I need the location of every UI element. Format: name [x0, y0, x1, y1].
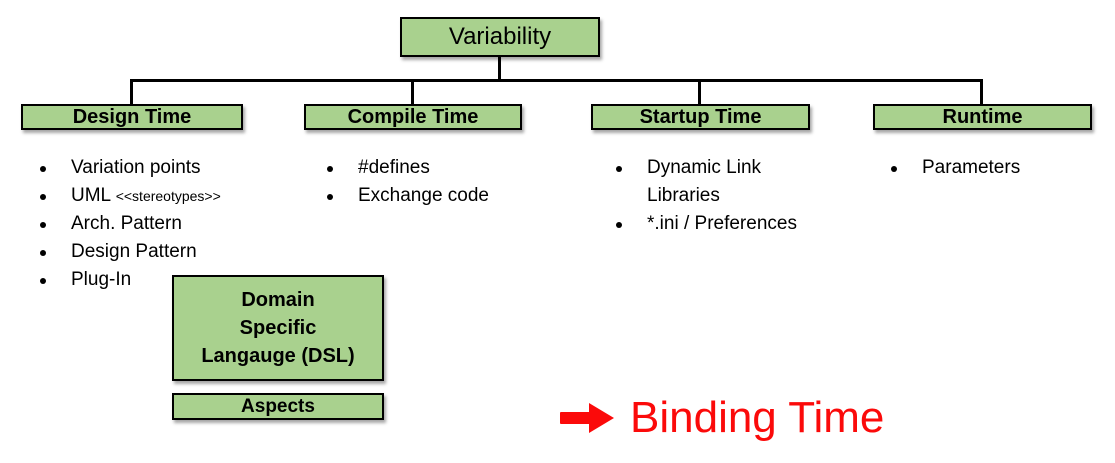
list-item: *.ini / Preferences	[614, 210, 819, 238]
list-item-text: Exchange code	[358, 185, 489, 206]
design-time-bullet-list: Variation points UML <<stereotypes>> Arc…	[38, 154, 221, 294]
branch-header-startup-time: Startup Time	[591, 104, 810, 130]
branch-header-label: Runtime	[942, 105, 1023, 128]
dsl-box-label: Domain Specific Langauge (DSL)	[201, 289, 355, 367]
right-arrow-icon	[560, 403, 614, 433]
runtime-bullet-list: Parameters	[889, 154, 1020, 182]
list-item: Design Pattern	[38, 238, 221, 266]
branch-header-runtime: Runtime	[873, 104, 1092, 130]
branch-header-label: Startup Time	[639, 105, 762, 128]
binding-time-annotation: Binding Time	[560, 392, 884, 444]
list-item-text: Parameters	[922, 157, 1021, 178]
branch-header-compile-time: Compile Time	[304, 104, 522, 130]
list-item: #defines	[325, 154, 489, 182]
dsl-box: Domain Specific Langauge (DSL)	[172, 275, 384, 381]
list-item: Parameters	[889, 154, 1020, 182]
branch-header-label: Design Time	[72, 105, 192, 128]
connector-drop-design-time	[130, 79, 133, 105]
list-item-text: *.ini / Preferences	[647, 213, 797, 234]
list-item-text: UML	[71, 185, 116, 206]
list-item-text: Plug-In	[71, 269, 132, 290]
connector-horizontal-line	[130, 79, 983, 82]
compile-time-bullet-list: #defines Exchange code	[325, 154, 489, 210]
list-item: Arch. Pattern	[38, 210, 221, 238]
branch-header-label: Compile Time	[347, 105, 479, 128]
list-item-text: Design Pattern	[71, 241, 197, 262]
list-item: Exchange code	[325, 182, 489, 210]
branch-header-design-time: Design Time	[21, 104, 243, 130]
list-item-small-text: <<stereotypes>>	[115, 188, 221, 204]
connector-drop-startup-time	[698, 79, 701, 105]
list-item: Dynamic Link Libraries	[614, 154, 819, 210]
aspects-box-label: Aspects	[241, 395, 315, 417]
list-item-text: Dynamic Link Libraries	[647, 157, 762, 206]
list-item: Plug-In	[38, 266, 221, 294]
variability-root-label: Variability	[448, 23, 552, 50]
connector-drop-compile-time	[411, 79, 414, 105]
connector-stem-line	[498, 56, 501, 80]
list-item: Variation points	[38, 154, 221, 182]
aspects-box: Aspects	[172, 393, 384, 420]
connector-drop-runtime	[980, 79, 983, 105]
startup-time-bullet-list: Dynamic Link Libraries *.ini / Preferenc…	[614, 154, 819, 238]
list-item: UML <<stereotypes>>	[38, 182, 221, 210]
binding-time-label: Binding Time	[630, 393, 885, 442]
list-item-text: #defines	[358, 157, 430, 178]
variability-root-box: Variability	[400, 17, 600, 57]
list-item-text: Variation points	[71, 157, 201, 178]
list-item-text: Arch. Pattern	[71, 213, 182, 234]
